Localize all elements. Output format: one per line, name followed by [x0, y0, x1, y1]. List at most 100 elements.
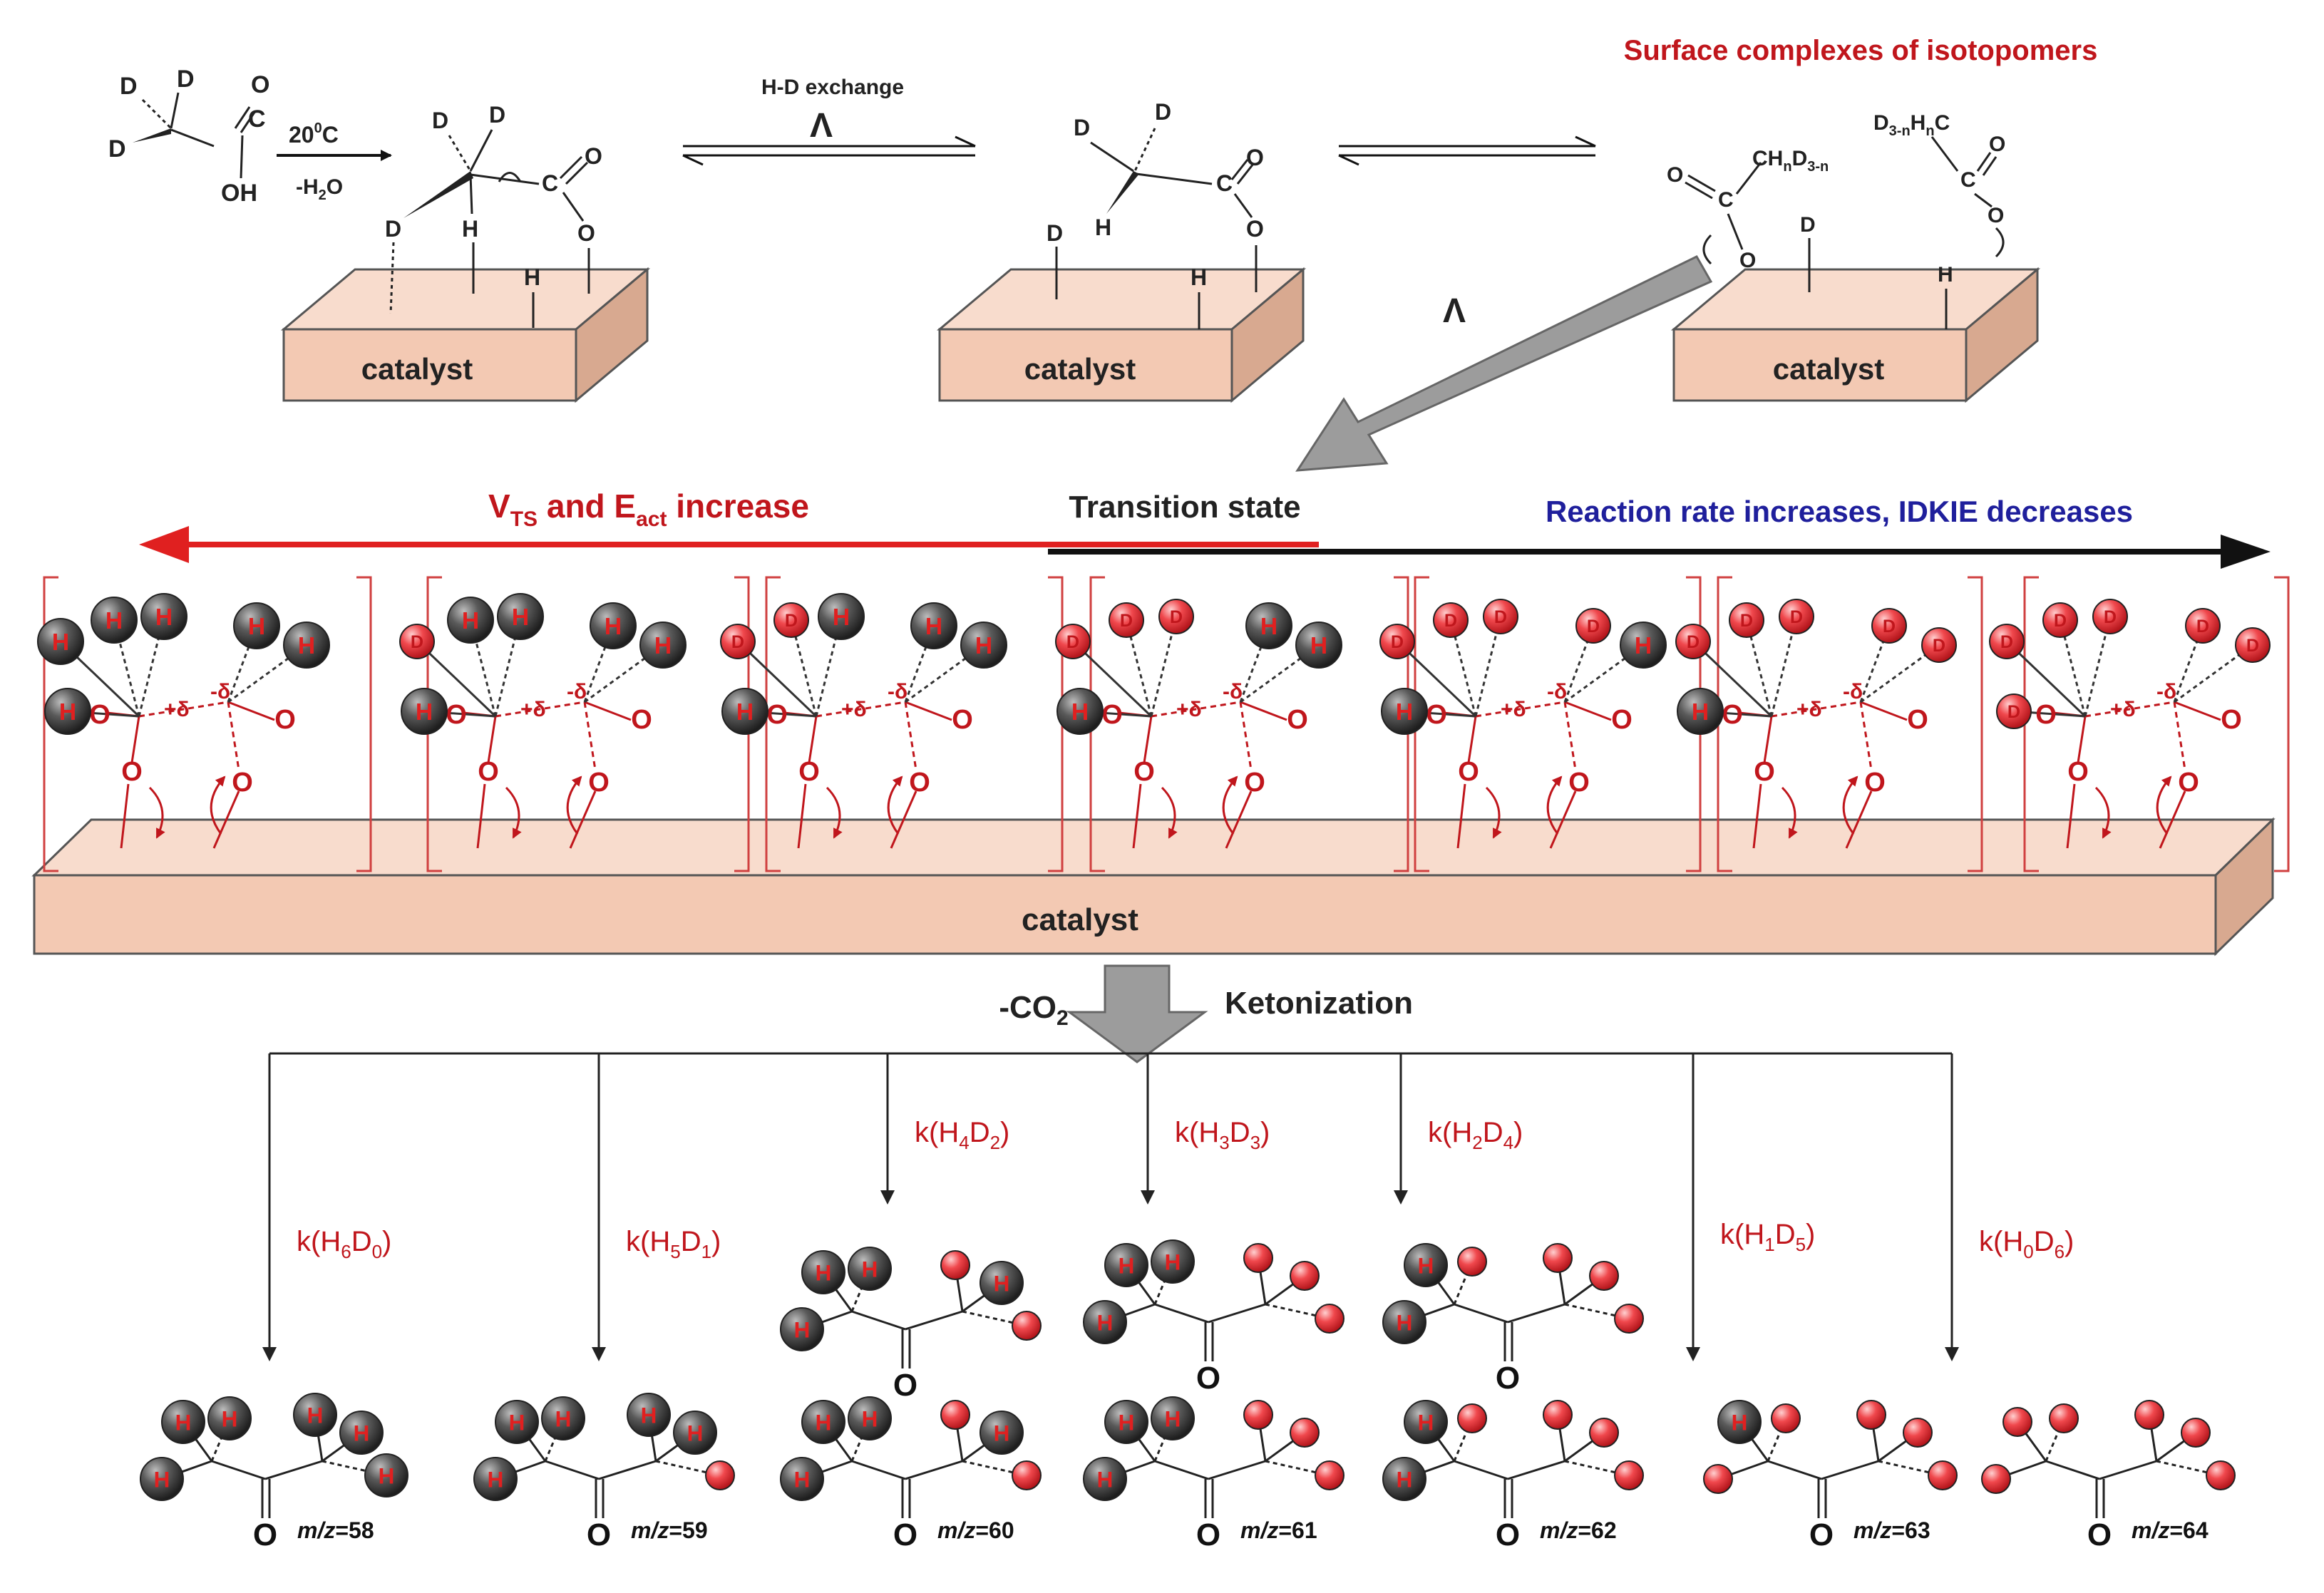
- svg-text:D: D: [1444, 611, 1457, 631]
- deuterium-atom: D: [2092, 599, 2128, 634]
- fragment-d: D: [1792, 147, 1808, 170]
- deuterium-atom: D: [1158, 599, 1194, 634]
- svg-text:H: H: [248, 614, 265, 640]
- hydrogen-atom: H: [44, 688, 91, 735]
- hydrogen-atom: H: [401, 688, 448, 735]
- svg-text:D: D: [1047, 220, 1063, 246]
- svg-text:H: H: [1397, 1466, 1413, 1492]
- hydrogen-atom: H: [339, 1411, 384, 1455]
- svg-text:D: D: [1933, 636, 1945, 656]
- partial-positive-label: +δ: [1176, 698, 1202, 721]
- rate-constant-label: k(H4D2): [915, 1117, 1009, 1153]
- svg-text:D: D: [385, 216, 401, 242]
- svg-text:D: D: [1170, 607, 1183, 627]
- partial-negative-label: -δ: [1843, 680, 1863, 703]
- catalyst-label-3: catalyst: [1773, 352, 1884, 386]
- deuterium-atom: D: [1575, 608, 1611, 644]
- deuterium-atom: D: [720, 624, 756, 659]
- hydrogen-atom: H: [1404, 1243, 1448, 1287]
- oxygen-atom: O: [89, 700, 110, 730]
- svg-text:H: H: [1732, 1409, 1748, 1435]
- partial-negative-label: -δ: [2156, 680, 2176, 703]
- svg-text:H: H: [994, 1270, 1010, 1296]
- oxygen-atom: O: [893, 1517, 917, 1552]
- mass-charge-label: m/z=64: [2132, 1517, 2209, 1543]
- svg-text:D: D: [1800, 213, 1816, 237]
- hydrogen-atom: H: [233, 602, 280, 649]
- hydrogen-atom: H: [1083, 1457, 1127, 1501]
- rate-constant-label: k(H0D6): [1979, 1226, 2074, 1262]
- svg-text:D3-nHnC: D3-nHnC: [1873, 111, 1950, 139]
- oxygen-atom: O: [1611, 705, 1633, 735]
- hydrogen-atom: H: [1717, 1400, 1762, 1444]
- svg-text:D: D: [2104, 607, 2117, 627]
- product-branch: k(H6D0): [262, 1053, 391, 1361]
- svg-text:O: O: [1739, 249, 1756, 272]
- product-branch: k(H2D4): [1394, 1053, 1523, 1205]
- svg-text:H: H: [155, 604, 173, 631]
- oxygen-atom: O: [1244, 768, 1265, 798]
- svg-text:H: H: [222, 1406, 238, 1431]
- partial-positive-label: +δ: [2110, 698, 2136, 721]
- partial-negative-label: -δ: [210, 680, 230, 703]
- svg-text:D: D: [731, 632, 744, 652]
- deuterium-atom: [1012, 1460, 1042, 1490]
- svg-text:H: H: [52, 629, 69, 656]
- product-branch: k(H0D6): [1945, 1053, 2074, 1361]
- svg-text:H: H: [555, 1406, 572, 1431]
- ts-bracket: [43, 576, 372, 872]
- deuterium-atom: D: [1379, 624, 1415, 659]
- fragment-n: n: [1783, 159, 1791, 175]
- svg-text:H: H: [59, 699, 76, 726]
- oxygen-atom: O: [766, 700, 788, 730]
- hydrogen-atom: H: [818, 593, 865, 640]
- oxygen-atom: O: [1426, 700, 1447, 730]
- atom-o: O: [251, 71, 269, 98]
- deuterium-atom: D: [1483, 599, 1518, 634]
- oxygen-atom: O: [2178, 768, 2199, 798]
- hydrogen-atom: H: [1151, 1396, 1195, 1440]
- top-section: catalyst catalyst catalyst D D D C O OH: [108, 35, 2097, 472]
- surface-complex-molecule: O C CHnD3-n D3-nHnC C O O O D H: [1667, 111, 2005, 329]
- product-branch: k(H4D2): [880, 1053, 1009, 1205]
- hydrogen-atom: H: [497, 593, 544, 640]
- deuterium-atom: [1315, 1460, 1344, 1490]
- deuterium-atom: [705, 1460, 735, 1490]
- oxygen-atom: O: [952, 705, 973, 735]
- oxygen-atom: O: [1496, 1361, 1520, 1396]
- hydrogen-atom: H: [473, 1457, 518, 1501]
- hydrogen-atom: H: [541, 1396, 585, 1440]
- deuterium-atom: D: [1996, 694, 2032, 729]
- hydrogen-atom: H: [980, 1411, 1024, 1455]
- catalyst-label-1: catalyst: [361, 352, 473, 386]
- oxygen-atom: O: [587, 1517, 611, 1552]
- oxygen-atom: O: [1496, 1517, 1520, 1552]
- condition-arrow: 200C -H2O: [277, 120, 392, 203]
- deuterium-atom: D: [1989, 624, 2025, 659]
- svg-text:H: H: [975, 633, 992, 659]
- svg-text:H: H: [462, 608, 479, 634]
- svg-text:O: O: [1246, 216, 1264, 242]
- oxygen-atom: O: [631, 705, 652, 735]
- deuterium-atom: [2134, 1400, 2164, 1430]
- deuterium-atom: [940, 1400, 970, 1430]
- svg-text:H: H: [1938, 263, 1953, 287]
- svg-text:D: D: [1587, 617, 1600, 636]
- minus-co2-label: -CO2: [999, 990, 1068, 1030]
- catalyst-block-2: catalyst: [936, 267, 1307, 403]
- svg-text:D: D: [1066, 632, 1079, 652]
- oxygen-atom: O: [232, 768, 253, 798]
- oxygen-atom: O: [588, 768, 610, 798]
- svg-text:H: H: [488, 1466, 504, 1492]
- hydrogen-atom: H: [960, 622, 1007, 669]
- svg-text:O: O: [1667, 163, 1683, 187]
- deuterium-atom: [2206, 1460, 2236, 1490]
- gray-diagonal-arrow: Λ: [1295, 255, 1713, 472]
- deuterium-atom: D: [1779, 599, 1814, 634]
- hydrogen-atom: H: [1056, 688, 1104, 735]
